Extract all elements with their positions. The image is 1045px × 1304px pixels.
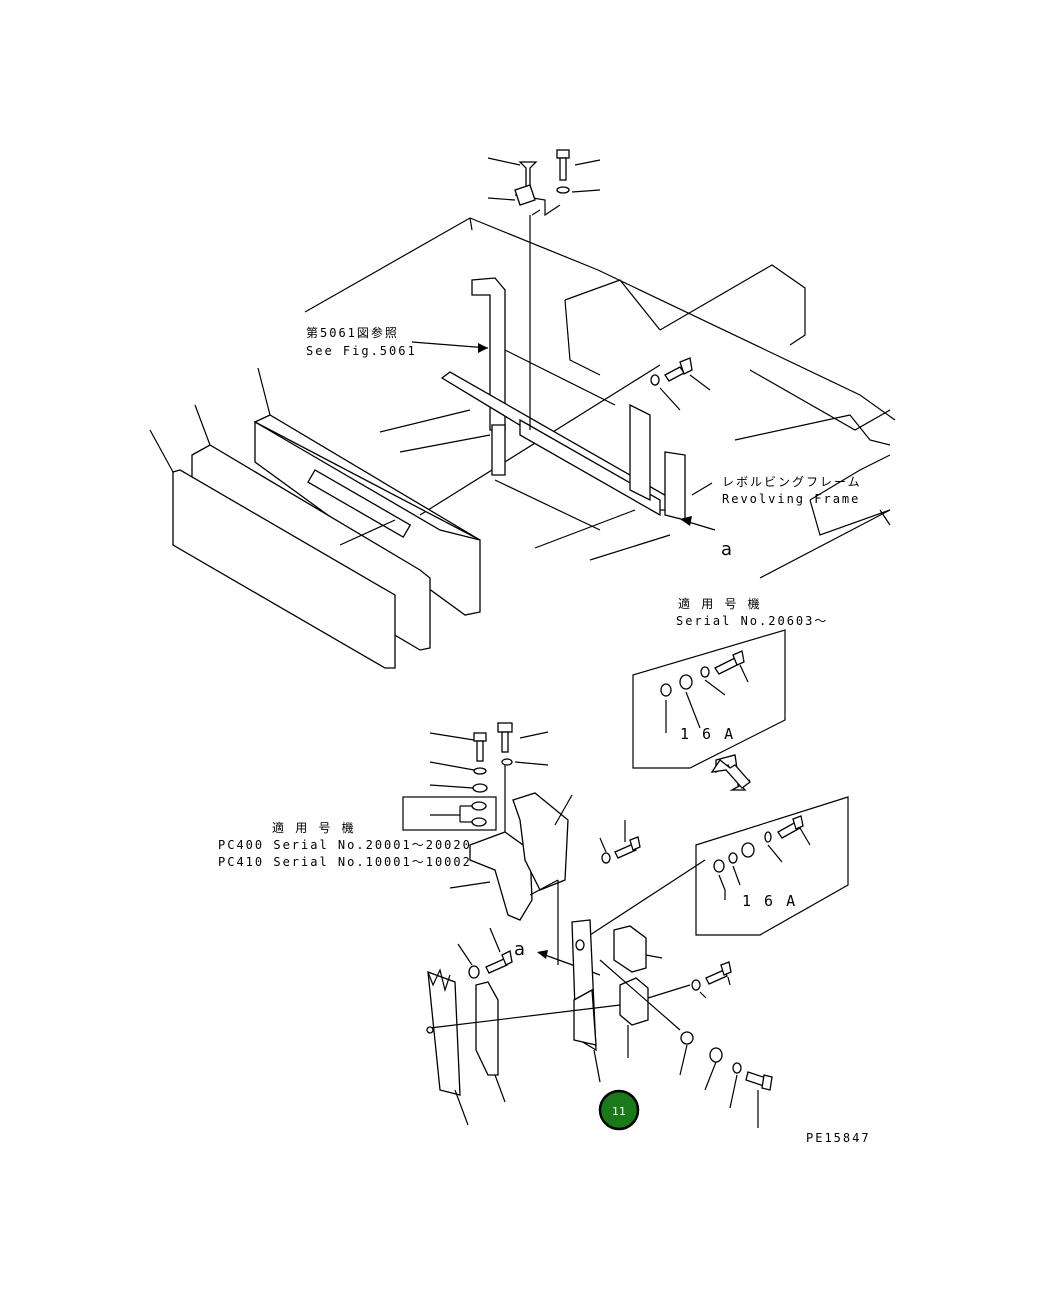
counterweight-panels: [149, 367, 481, 669]
lower-plates: [426, 919, 691, 1126]
view-a-label-bottom: a: [514, 939, 525, 960]
serial-left-jp-label: 適 用 号 機: [272, 820, 356, 835]
lower-bolts: [457, 927, 773, 1128]
ref-fig-jp-label: 第5061図参照: [306, 325, 399, 340]
item-number-badge[interactable]: 11: [598, 1089, 640, 1131]
detail-box-top: [632, 629, 786, 769]
serial-top-jp-label: 適 用 号 機: [678, 596, 762, 611]
badge-text[interactable]: 11: [612, 1105, 626, 1118]
ref-fig-en-label: See Fig.5061: [306, 344, 417, 358]
view-a-arrow: [537, 950, 548, 959]
washer-detail-box: [402, 796, 497, 831]
serial-top-en-label: Serial No.20603～: [676, 614, 828, 628]
badge-circle[interactable]: [598, 1089, 640, 1131]
upper-callouts: [411, 341, 716, 531]
serial-pc400-label: PC400 Serial No.20001～20020: [218, 838, 472, 852]
drawing-code-label: PE15847: [806, 1131, 871, 1145]
detail-box-bottom: [589, 796, 849, 936]
part-16a-top-label: 1 6 A: [680, 725, 735, 743]
up-arrow-body: [710, 759, 751, 789]
part-16a-bottom-label: 1 6 A: [742, 892, 797, 910]
frame-en-label: Revolving Frame: [722, 492, 860, 506]
frame-bolt: [650, 357, 711, 411]
mounting-bracket: [440, 194, 686, 521]
top-fasteners: [487, 149, 601, 206]
view-a-label-top: a: [721, 539, 732, 560]
lower-bracket: [449, 792, 641, 965]
frame-jp-label: レボルビングフレーム: [722, 475, 862, 489]
serial-pc410-label: PC410 Serial No.10001～10002: [218, 855, 472, 869]
